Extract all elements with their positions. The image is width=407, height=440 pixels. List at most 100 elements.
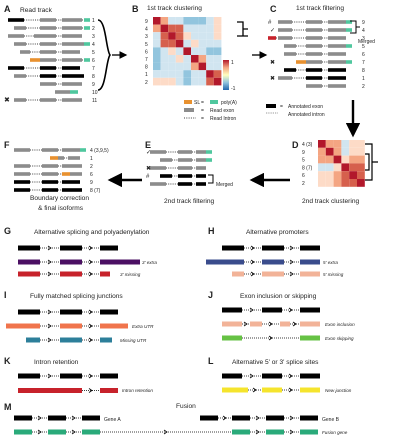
panel-h-letter: H [208,226,215,236]
heatmap-cell [183,55,191,63]
heatmap-cell [206,62,214,71]
heatmap-row-label: 8 (7) [302,165,313,171]
exon-block [266,429,284,435]
exon-block [40,82,56,86]
panel-a-title: Read track [20,7,53,14]
exon-block [60,259,82,265]
track-label: 11 [92,98,97,104]
hash-mark: # [268,20,272,26]
heatmap-cell [160,24,169,33]
exon-block [150,166,166,170]
exon-block [60,245,82,251]
heatmap-cell [191,32,199,40]
track-label: 6 [90,172,93,178]
heatmap-cell [318,140,326,148]
heatmap-cell [191,17,199,25]
heatmap-cell [341,163,350,172]
panel-d-letter: D [292,140,299,150]
exon-block [42,148,58,152]
direction-chevron [47,271,52,277]
heatmap-cell [325,171,334,179]
track [306,84,346,88]
heatmap-cell [175,17,184,25]
track-label: 8 [92,74,95,80]
heatmap-cell [357,155,365,164]
track [40,82,82,86]
exon-block [100,259,140,265]
heatmap-cell [318,179,326,187]
heatmap-cell [183,47,191,55]
track-label: 9 [362,20,365,26]
heatmap-cell [198,39,207,48]
track-label: 4 [92,42,95,48]
legend-read-exon: Read exon [210,108,234,114]
panel-d-title: 2nd track clustering [302,198,360,205]
exon-block [40,42,56,46]
direction-chevron [288,373,293,379]
heatmap-cell [333,140,342,148]
heatmap-cell [318,171,326,179]
panel-a-letter: A [4,4,11,14]
exon-block [206,158,212,162]
direction-chevron [288,307,293,313]
exon-block [196,166,206,170]
direction-chevron [71,429,76,435]
track [14,26,90,30]
exon-block [100,245,118,251]
track-label: 2 [90,164,93,170]
label-new-junction: New junction [325,388,352,393]
label-exon-skipping: Exon skipping [325,336,354,341]
heatmap-cell [175,39,184,48]
heatmap-cell [213,24,222,33]
legend-polya: poly(A) [221,100,237,106]
panel-b-title: 1st track clustering [147,5,202,12]
heatmap-cell [341,140,350,148]
merged-c: Merged [358,39,375,45]
exon-block [200,415,218,421]
panel-g-title: Alternative splicing and polyadenylation [34,229,150,236]
heatmap-cell [175,24,184,33]
reject-mark-11: ✖ [4,97,10,104]
track-label: 8 (7) [90,188,101,194]
direction-chevron [47,259,52,265]
exon-block [222,373,242,379]
heatmap-row-label: 2 [145,80,148,86]
heatmap-cell [183,17,191,25]
exon-block [40,18,56,22]
exon-block [178,150,192,154]
exon-block [222,387,248,393]
exon-block [18,373,40,379]
exon-block [84,26,90,30]
heatmap-cell [183,77,191,86]
label-3-missing: 3' missing [120,272,141,277]
track-label: 6 [362,52,365,58]
heatmap-cell [191,62,199,71]
reject-mark: ✖ [270,59,275,66]
heatmap-cell [153,55,161,63]
exon-block [14,180,30,184]
panel-d: D 4 (3)958 (7)62 2nd track clustering [292,140,378,205]
track [14,164,82,168]
exon-block [70,172,82,176]
label-intron-retention: Intron retention [122,388,153,393]
heatmap-cell [160,70,169,78]
exon-block [262,245,284,251]
heatmap-cell [325,163,334,172]
exon-block [300,373,320,379]
exon-block [100,309,118,315]
exon-block [232,415,250,421]
track [14,74,84,78]
direction-chevron [88,388,93,393]
track [284,68,346,72]
exon-block [62,50,80,54]
merged-e: Merged [216,182,233,188]
heatmap-cell [160,62,169,71]
heatmap-cell [357,140,365,148]
track-label: 5 [92,50,95,56]
heatmap-cell [357,163,365,172]
